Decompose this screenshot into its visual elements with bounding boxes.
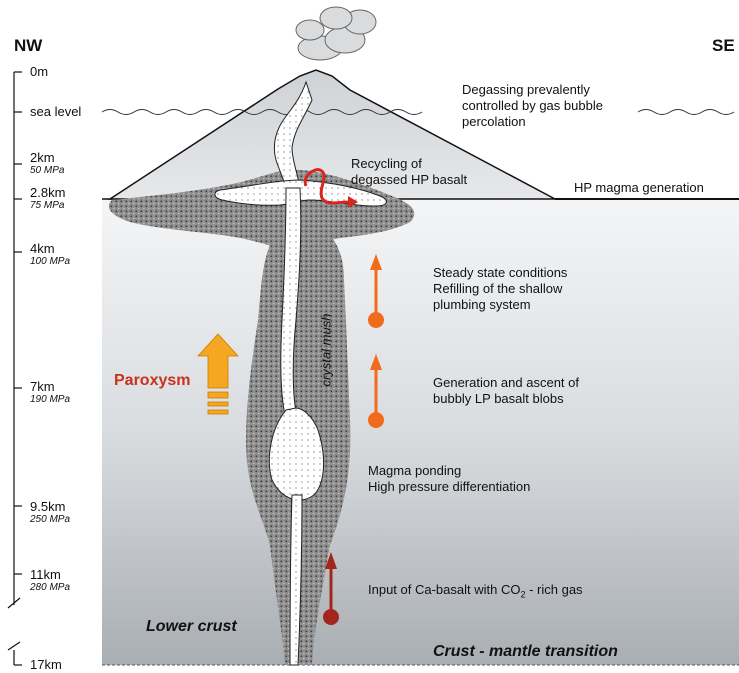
pressure-label: 190 MPa <box>30 394 70 406</box>
depth-label-0m: 0m <box>30 65 48 79</box>
generation-ascent-note: Generation and ascent of bubbly LP basal… <box>433 375 579 407</box>
nw-label: NW <box>14 36 42 56</box>
steady-state-note: Steady state conditions Refilling of the… <box>433 265 567 313</box>
depth-scale <box>8 72 22 665</box>
hp-generation-note: HP magma generation <box>574 180 704 196</box>
pressure-label: 100 MPa <box>30 256 70 268</box>
eruption-cloud <box>296 7 376 60</box>
se-label: SE <box>712 36 735 56</box>
sea-level-right <box>638 110 734 115</box>
depth-label-sea-level: sea level <box>30 105 81 119</box>
pressure-label: 250 MPa <box>30 514 70 526</box>
crystal-mush-label: crystal mush <box>318 314 334 387</box>
recycling-note: Recycling of degassed HP basalt <box>351 156 467 188</box>
paroxysm-label: Paroxysm <box>114 372 191 390</box>
pressure-label: 75 MPa <box>30 200 65 212</box>
lower-crust-label: Lower crust <box>146 618 237 636</box>
pressure-label: 280 MPa <box>30 582 70 594</box>
input-note: Input of Ca-basalt with CO2 - rich gas <box>368 582 583 603</box>
pressure-label: 50 MPa <box>30 165 64 177</box>
depth-label-17km: 17km <box>30 658 62 672</box>
ponding-note: Magma ponding High pressure differentiat… <box>368 463 530 495</box>
moho-label: Crust - mantle transition <box>433 643 618 661</box>
degassing-note: Degassing prevalently controlled by gas … <box>462 82 603 130</box>
